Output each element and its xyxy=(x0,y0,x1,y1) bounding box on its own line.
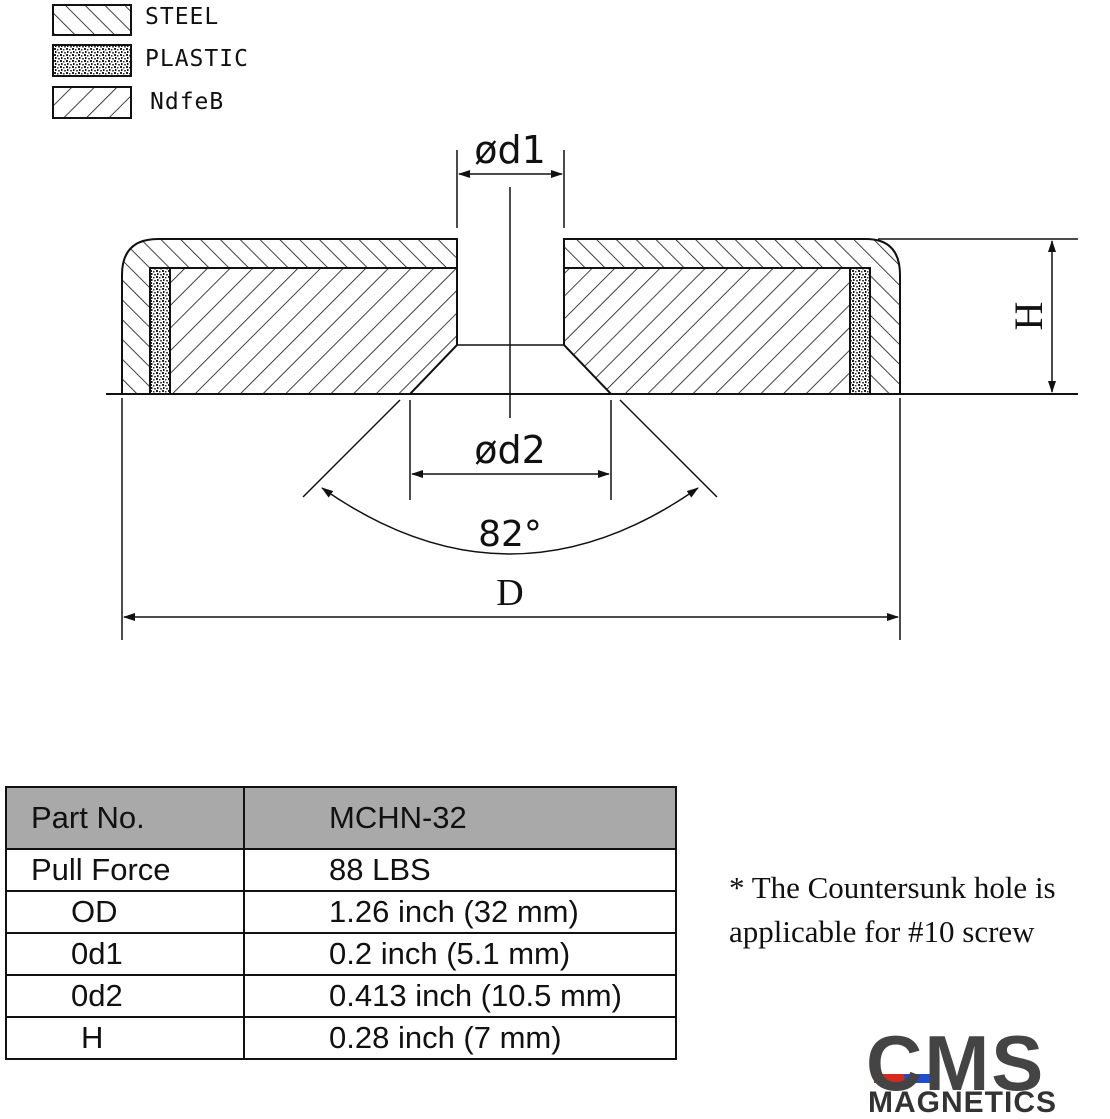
dimension-d xyxy=(121,398,901,640)
magnet-right xyxy=(563,267,851,395)
spec-value: 0.413 inch (10.5 mm) xyxy=(243,974,677,1018)
dimension-angle xyxy=(302,399,718,555)
spec-value-text: 0.2 inch (5.1 mm) xyxy=(329,936,571,971)
spec-table-header: Part No. MCHN-32 xyxy=(5,786,677,850)
spec-key: 0d2 xyxy=(5,974,245,1018)
spec-key: H xyxy=(5,1016,245,1060)
plastic-ring-left xyxy=(149,267,171,395)
label-h: H xyxy=(1006,302,1051,331)
spec-key: OD xyxy=(5,890,245,934)
legend-label-ndfeb: NdfeB xyxy=(150,89,225,115)
label-d1: ød1 xyxy=(474,128,546,172)
spec-value: 1.26 inch (32 mm) xyxy=(243,890,677,934)
table-row: Pull Force 88 LBS xyxy=(5,848,677,892)
label-angle: 82° xyxy=(478,514,542,555)
spec-key: Pull Force xyxy=(5,848,245,892)
dimension-d1 xyxy=(456,150,565,228)
cross-section xyxy=(106,187,1078,418)
legend xyxy=(52,4,132,119)
table-row: 0d2 0.413 inch (10.5 mm) xyxy=(5,974,677,1018)
label-d: D xyxy=(496,572,523,614)
spec-key: 0d1 xyxy=(5,932,245,976)
spec-value-text: 88 LBS xyxy=(329,852,431,887)
technical-drawing: ød1 ød2 82° D H xyxy=(52,4,1078,640)
legend-label-plastic: PLASTIC xyxy=(145,46,249,72)
legend-swatch-plastic xyxy=(52,44,132,77)
dimension-h xyxy=(878,238,1078,393)
spec-header-value-text: MCHN-32 xyxy=(329,800,467,835)
logo-mark-icon xyxy=(874,1074,934,1083)
legend-swatch-ndfeb xyxy=(52,86,132,119)
spec-value-text: 0.28 inch (7 mm) xyxy=(329,1020,562,1055)
spec-key-text: 0d1 xyxy=(71,936,123,971)
spec-header-key: Part No. xyxy=(5,786,245,850)
spec-key-text: OD xyxy=(71,894,118,929)
spec-value: 0.2 inch (5.1 mm) xyxy=(243,932,677,976)
plastic-ring-right xyxy=(849,267,871,395)
legend-swatch-steel xyxy=(52,4,132,36)
spec-key-text: H xyxy=(81,1020,104,1055)
spec-value: 88 LBS xyxy=(243,848,677,892)
magnet-left xyxy=(169,267,458,395)
countersunk-note: * The Countersunk hole is applicable for… xyxy=(729,870,1056,949)
table-row: 0d1 0.2 inch (5.1 mm) xyxy=(5,932,677,976)
logo-secondary-text: MAGNETICS xyxy=(868,1086,1057,1119)
spec-value-text: 0.413 inch (10.5 mm) xyxy=(329,978,622,1013)
table-row: H 0.28 inch (7 mm) xyxy=(5,1016,677,1060)
spec-header-key-text: Part No. xyxy=(31,800,145,835)
dimension-d2 xyxy=(409,400,612,500)
spec-value-text: 1.26 inch (32 mm) xyxy=(329,894,579,929)
legend-label-steel: STEEL xyxy=(145,4,220,30)
spec-table: Part No. MCHN-32 Pull Force 88 LBS OD 1.… xyxy=(5,786,677,1060)
cms-magnetics-logo: CMS MAGNETICS xyxy=(866,1024,1106,1119)
logo-primary-text: CMS xyxy=(866,1019,1046,1107)
spec-value: 0.28 inch (7 mm) xyxy=(243,1016,677,1060)
spec-key-text: Pull Force xyxy=(31,852,171,887)
label-d2: ød2 xyxy=(474,428,546,472)
spec-key-text: 0d2 xyxy=(71,978,123,1013)
table-row: OD 1.26 inch (32 mm) xyxy=(5,890,677,934)
spec-header-value: MCHN-32 xyxy=(243,786,677,850)
